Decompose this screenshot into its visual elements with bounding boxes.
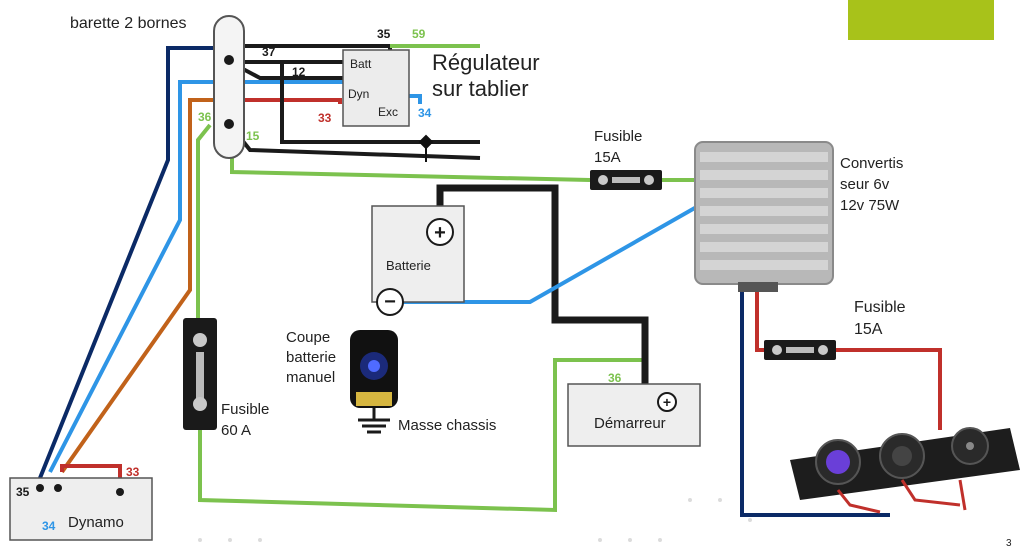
wire-battery-positive <box>436 184 649 398</box>
usb-panel <box>790 427 1020 514</box>
wire-35-dynamo <box>38 46 220 479</box>
fusible-60a <box>183 318 217 430</box>
dynamo-box <box>9 477 153 541</box>
coupe-label-3: manuel <box>286 369 335 386</box>
fusible15a-top-label-2: 15A <box>594 149 621 166</box>
dynamo-label: Dynamo <box>68 514 124 531</box>
background-dots <box>198 498 752 542</box>
fusible60-label-1: Fusible <box>221 401 269 418</box>
wire-number-37: 37 <box>262 45 276 59</box>
fusible15a-right-label-2: 15A <box>854 321 883 338</box>
barette-label: barette 2 bornes <box>70 15 187 32</box>
wire-number-36-bar: 36 <box>198 110 212 124</box>
wire-number-12: 12 <box>292 65 306 79</box>
batterie-label: Batterie <box>386 258 431 273</box>
regulateur-label-2: sur tablier <box>432 76 529 101</box>
convertisseur-label-3: 12v 75W <box>840 197 900 214</box>
masse-label: Masse chassis <box>398 417 496 434</box>
batterie-box: + − <box>371 205 465 316</box>
regulateur-label-1: Régulateur <box>432 50 540 75</box>
wire-number-34-dyn: 34 <box>42 519 56 533</box>
convertisseur-label-2: seur 6v <box>840 176 890 193</box>
battery-plus-icon: + <box>434 222 446 244</box>
ground-icon <box>358 408 390 434</box>
regulateur-exc-label: Exc <box>378 105 398 119</box>
accent-block <box>848 0 994 40</box>
wire-brown-dynamo <box>60 98 215 474</box>
battery-minus-icon: − <box>384 291 396 313</box>
fusible-15a-top <box>590 170 662 190</box>
convertisseur <box>694 141 834 292</box>
fusible60-label-2: 60 A <box>221 422 251 439</box>
wire-number-33-dyn: 33 <box>126 465 140 479</box>
cursor-icon <box>418 134 434 162</box>
regulateur-dyn-label: Dyn <box>348 87 369 101</box>
wire-number-33-reg: 33 <box>318 111 332 125</box>
wire-number-36-dem: 36 <box>608 371 622 385</box>
wire-number-35-top: 35 <box>377 27 391 41</box>
coupe-batterie <box>350 330 398 408</box>
wire-converter-negative <box>740 272 890 517</box>
page-number: 3 <box>1006 538 1012 549</box>
demarreur-box: + <box>567 383 701 447</box>
convertisseur-label-1: Convertis <box>840 155 903 172</box>
demarreur-label: Démarreur <box>594 415 666 432</box>
wire-33-regulator <box>228 98 342 104</box>
barette-2-bornes <box>213 15 245 159</box>
coupe-label-1: Coupe <box>286 329 330 346</box>
wire-34-dynamo <box>48 80 345 473</box>
wire-number-34-reg: 34 <box>418 106 432 120</box>
fusible15a-right-label-1: Fusible <box>854 299 906 316</box>
wire-fuse-to-panel <box>835 348 942 430</box>
coupe-label-2: batterie <box>286 349 336 366</box>
wire-number-59: 59 <box>412 27 426 41</box>
wire-black-right-1 <box>280 60 480 144</box>
wire-36-a <box>196 123 212 320</box>
fusible15a-top-label-1: Fusible <box>594 128 642 145</box>
regulateur-batt-label: Batt <box>350 57 372 71</box>
wire-number-35-dyn: 35 <box>16 485 30 499</box>
fusible-15a-right <box>764 340 836 360</box>
wire-converter-positive <box>755 280 765 352</box>
regulateur-box <box>342 49 410 127</box>
wire-number-15: 15 <box>246 129 260 143</box>
starter-plus-icon: + <box>663 394 671 410</box>
wire-12 <box>229 60 345 80</box>
wire-34-reg <box>405 94 422 104</box>
